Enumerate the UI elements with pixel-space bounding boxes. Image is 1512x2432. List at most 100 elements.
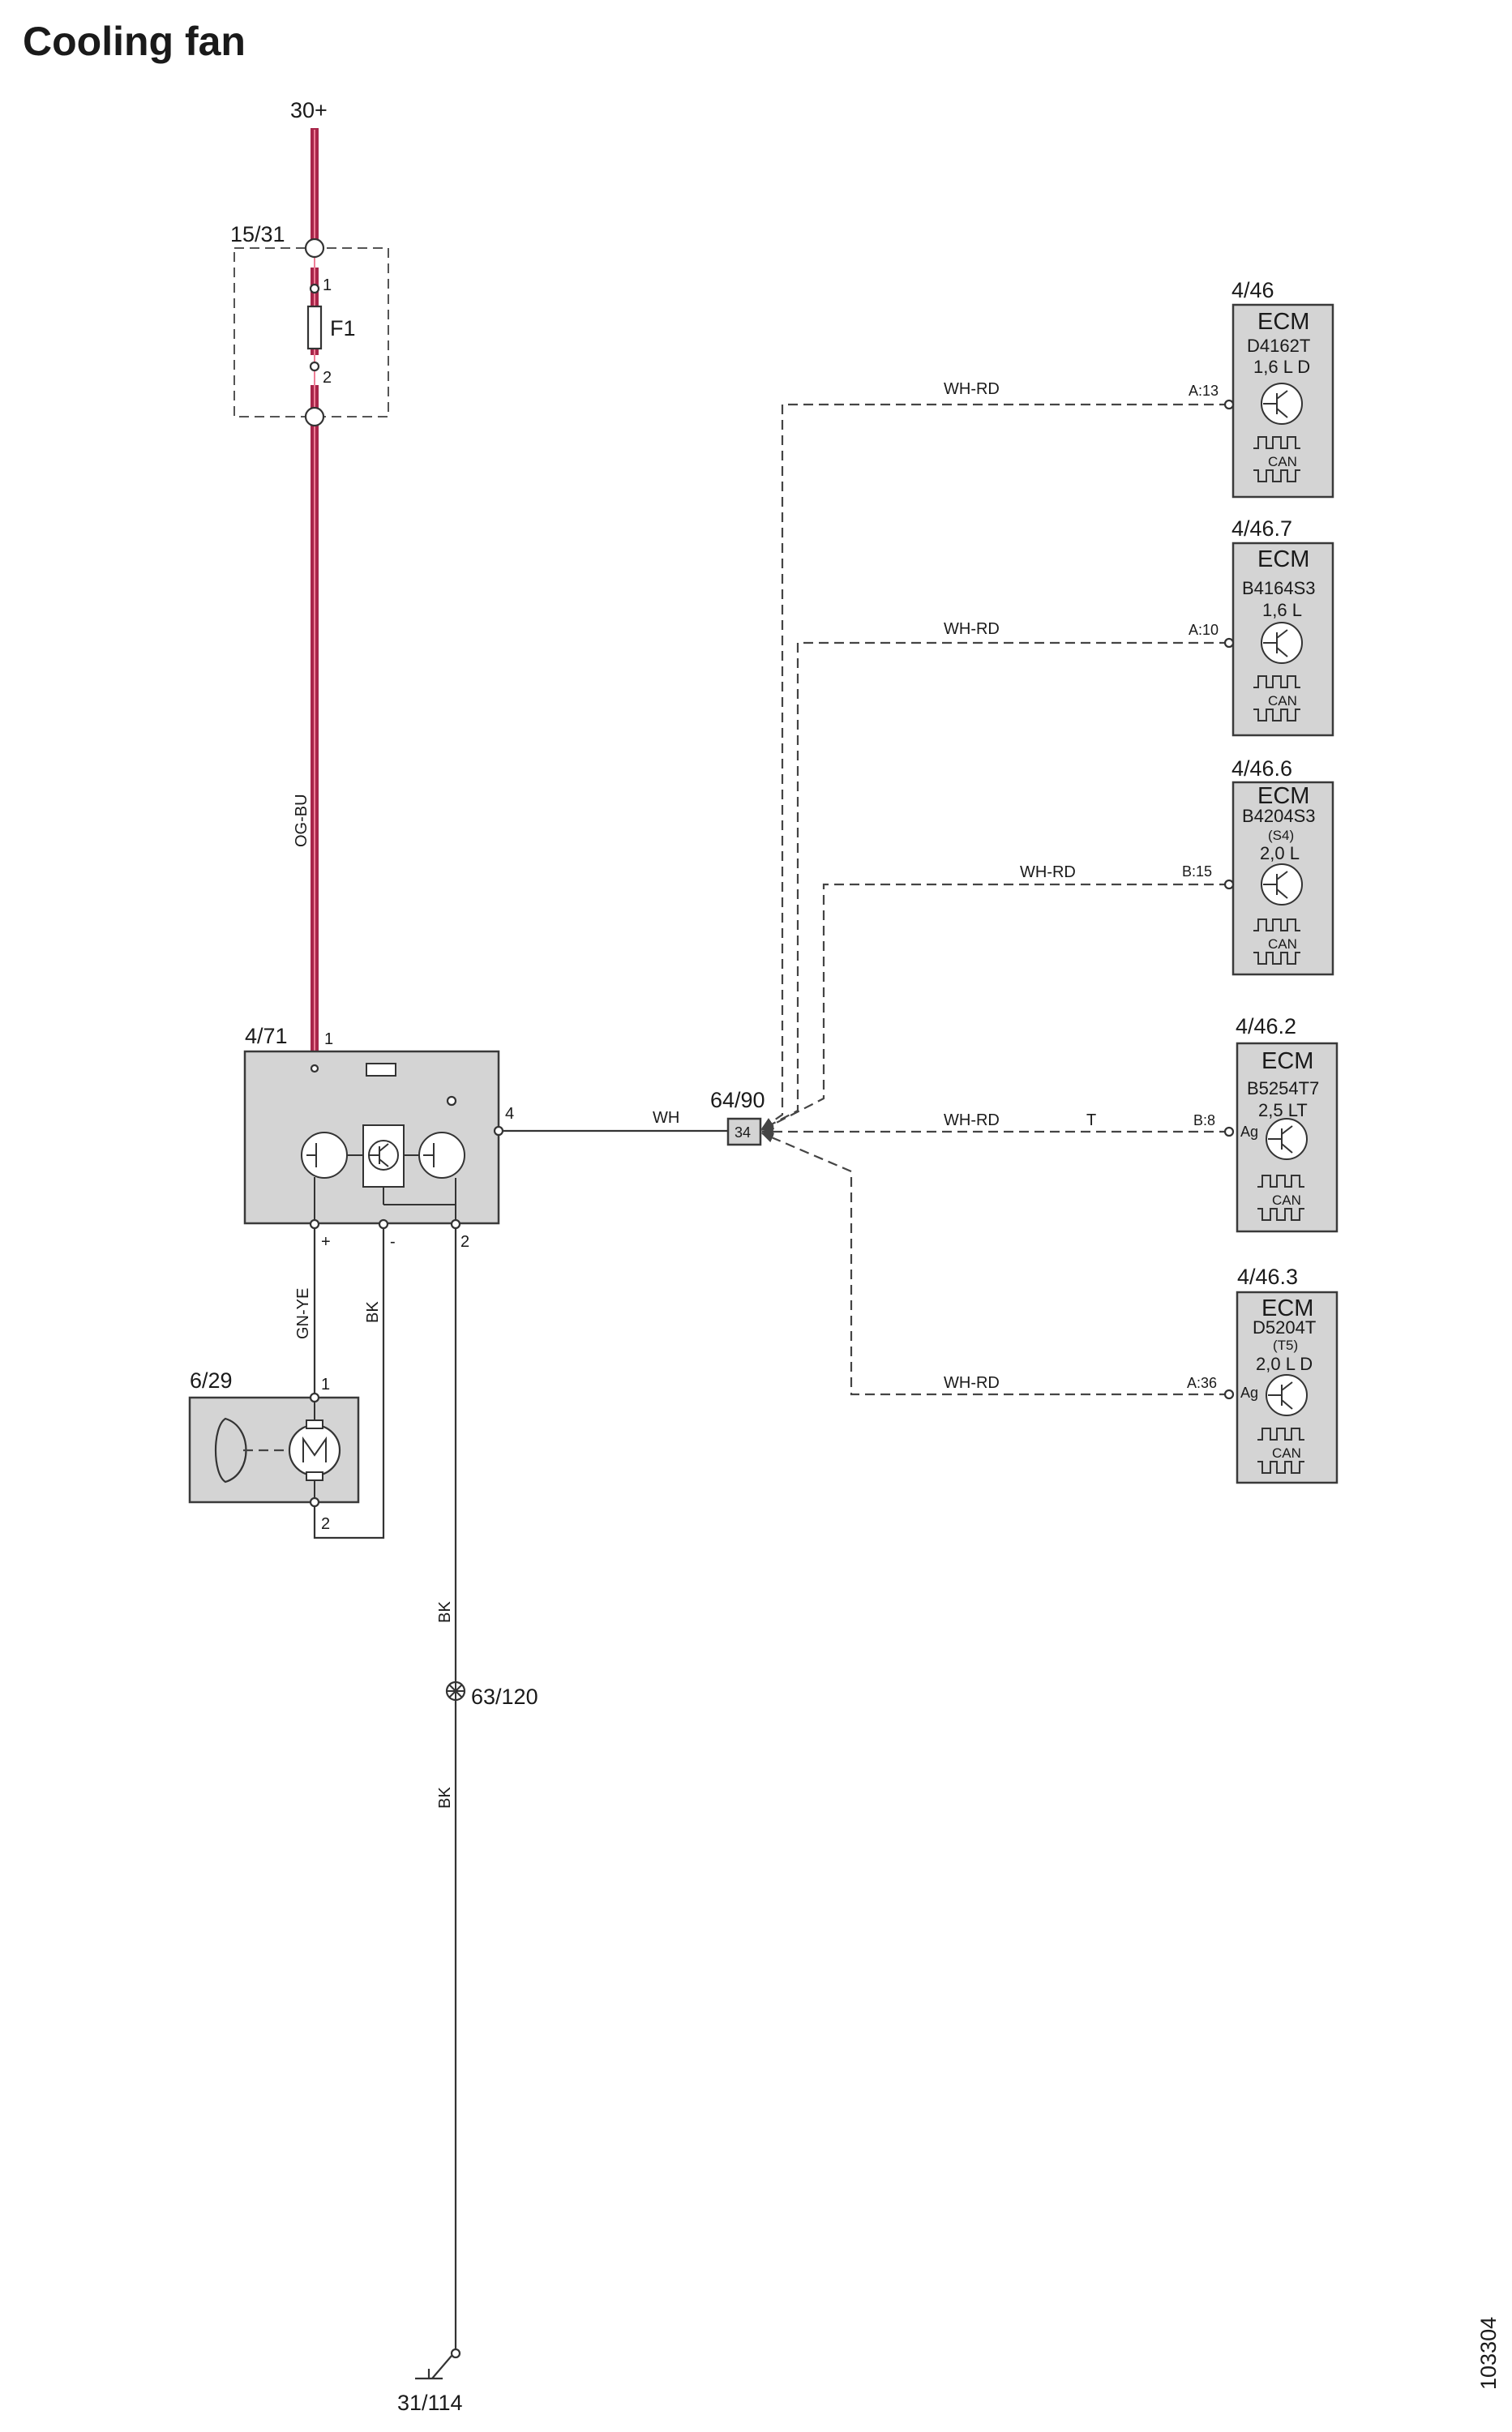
splice-id: 64/90 <box>710 1088 765 1112</box>
ground-point-id: 63/120 <box>471 1685 538 1709</box>
ecm-title: ECM <box>1261 1295 1313 1321</box>
control-module-pin-minus: - <box>390 1233 396 1251</box>
can-signal-icon <box>1253 436 1300 449</box>
ecm-pin-dot <box>1223 1126 1235 1137</box>
ecm-wire-color: WH-RD <box>1020 863 1076 881</box>
ecm-wire-color: WH-RD <box>944 620 1000 638</box>
ecm-ag: Ag <box>1240 1124 1258 1140</box>
transistor-icon <box>301 1132 348 1179</box>
ecm-4-46-2: 4/46.2 ECM B5254T7 2,5 LT Ag B:8 WH-RD T… <box>944 1014 1339 1233</box>
ecm-4-46-3: 4/46.3 ECM D5204T (T5) 2,0 L D Ag A:36 W… <box>944 1265 1339 1484</box>
ecm-pin-dot <box>1223 879 1235 890</box>
control-module-id: 4/71 <box>245 1024 288 1048</box>
can-signal-icon <box>1257 1428 1304 1441</box>
ecm-title: ECM <box>1257 783 1309 809</box>
splice-pin: 34 <box>735 1124 751 1141</box>
fuse-box-terminal-bottom <box>304 406 325 427</box>
fuse-pin-1-dot <box>309 283 320 294</box>
ecm-pin: A:36 <box>1187 1375 1217 1391</box>
can-signal-icon <box>1257 1175 1304 1188</box>
ecm-id: 4/46.6 <box>1231 756 1292 781</box>
ground-id: 31/114 <box>397 2391 463 2415</box>
ecm-engine: D5204T <box>1253 1317 1316 1338</box>
ecm-pin-dot <box>1223 399 1235 410</box>
ground-terminal-dot <box>450 2348 461 2359</box>
transistor-icon <box>1261 383 1303 425</box>
ecm-engine: B5254T7 <box>1247 1078 1319 1098</box>
ecm-id: 4/46.2 <box>1236 1014 1296 1038</box>
pin-minus-dot <box>378 1218 389 1230</box>
ecm-pin-dot <box>1223 1389 1235 1400</box>
ecm-engine: B4164S3 <box>1242 578 1316 598</box>
ecm-id: 4/46.3 <box>1237 1265 1298 1289</box>
signal-wire-color: WH <box>653 1109 679 1127</box>
ecm-wire-color: WH-RD <box>944 380 1000 398</box>
ecm-wires <box>760 403 1229 1396</box>
ecm-size: 2,5 LT <box>1258 1100 1308 1120</box>
can-signal-icon <box>1253 469 1300 482</box>
ground-wire-color-lower: BK <box>436 1787 454 1809</box>
ecm-id: 4/46 <box>1231 278 1274 302</box>
ecm-pin: B:15 <box>1182 863 1212 880</box>
fan-motor-id: 6/29 <box>190 1368 233 1393</box>
ecm-title: ECM <box>1257 309 1309 335</box>
ecm-wire-color: WH-RD <box>944 1374 1000 1392</box>
ecm-title: ECM <box>1257 546 1309 572</box>
diagram-title: Cooling fan <box>23 19 246 64</box>
transistor-icon <box>1266 1374 1308 1416</box>
ecm-can-label: CAN <box>1272 1445 1301 1461</box>
ecm-can-label: CAN <box>1268 454 1297 469</box>
ecm-pin: A:10 <box>1189 622 1219 638</box>
control-module-pin-ground: 2 <box>460 1233 469 1251</box>
transistor-icon <box>1266 1118 1308 1160</box>
fan-motor-pin-2: 2 <box>321 1515 330 1533</box>
fuse-box: 15/31 1 2 F1 <box>230 222 389 427</box>
fan-motor-pin-2-dot <box>309 1496 320 1508</box>
ground-wire-color-upper: BK <box>436 1601 454 1623</box>
ecm-pin: B:8 <box>1193 1112 1215 1128</box>
can-signal-icon <box>1253 918 1300 931</box>
ecm-can-label: CAN <box>1268 693 1297 709</box>
control-module-pin-signal: 4 <box>505 1105 514 1123</box>
fuse-label: F1 <box>330 316 356 340</box>
fuse-pin-out: 2 <box>323 369 332 387</box>
resistor-icon <box>366 1063 396 1077</box>
pin-ground-dot <box>450 1218 461 1230</box>
control-module-pin-supply: 1 <box>324 1030 333 1048</box>
fuse-box-id: 15/31 <box>230 222 285 246</box>
splice-connector: 64/90 34 <box>710 1088 765 1146</box>
ecm-size: 2,0 L <box>1260 843 1300 863</box>
pin-plus-dot <box>309 1218 320 1230</box>
fan-control-module: 4/71 1 <box>243 1024 514 1251</box>
transistor-icon <box>1261 863 1303 906</box>
fan-icon <box>214 1417 247 1484</box>
motor-negative-wire-color: BK <box>364 1301 382 1323</box>
ecm-size: 1,6 L <box>1262 600 1302 620</box>
can-signal-icon <box>1253 675 1300 688</box>
ecm-4-46: 4/46 ECM D4162T 1,6 L D A:13 WH-RD CAN <box>944 278 1334 499</box>
ecm-engine: D4162T <box>1247 336 1310 356</box>
fuse-pin-in: 1 <box>323 276 332 294</box>
can-signal-icon <box>1257 1208 1304 1221</box>
ecm-wire-color: WH-RD <box>944 1111 1000 1129</box>
motor-icon <box>288 1402 341 1498</box>
fuse-pin-2-dot <box>309 361 320 372</box>
ecm-pin-dot <box>1223 637 1235 649</box>
ecm-can-label: CAN <box>1272 1192 1301 1208</box>
ecm-title: ECM <box>1261 1048 1313 1074</box>
figure-id: 103304 <box>1476 2317 1501 2390</box>
ground-icon <box>415 2355 452 2380</box>
motor-negative-wire <box>313 1228 385 1539</box>
can-signal-icon <box>1253 709 1300 721</box>
ecm-variant: (S4) <box>1268 828 1294 843</box>
power-wire-color: OG-BU <box>293 794 311 847</box>
pin-signal-dot <box>493 1125 504 1137</box>
control-module-pin-plus: + <box>321 1233 331 1251</box>
fan-motor: 6/29 1 2 <box>188 1368 360 1533</box>
fan-motor-pin-1: 1 <box>321 1376 330 1394</box>
ground-splice-icon <box>445 1681 466 1702</box>
transistor-icon <box>368 1140 399 1171</box>
ecm-wire-mark: T <box>1086 1111 1096 1129</box>
ecm-size: 2,0 L D <box>1256 1354 1313 1374</box>
